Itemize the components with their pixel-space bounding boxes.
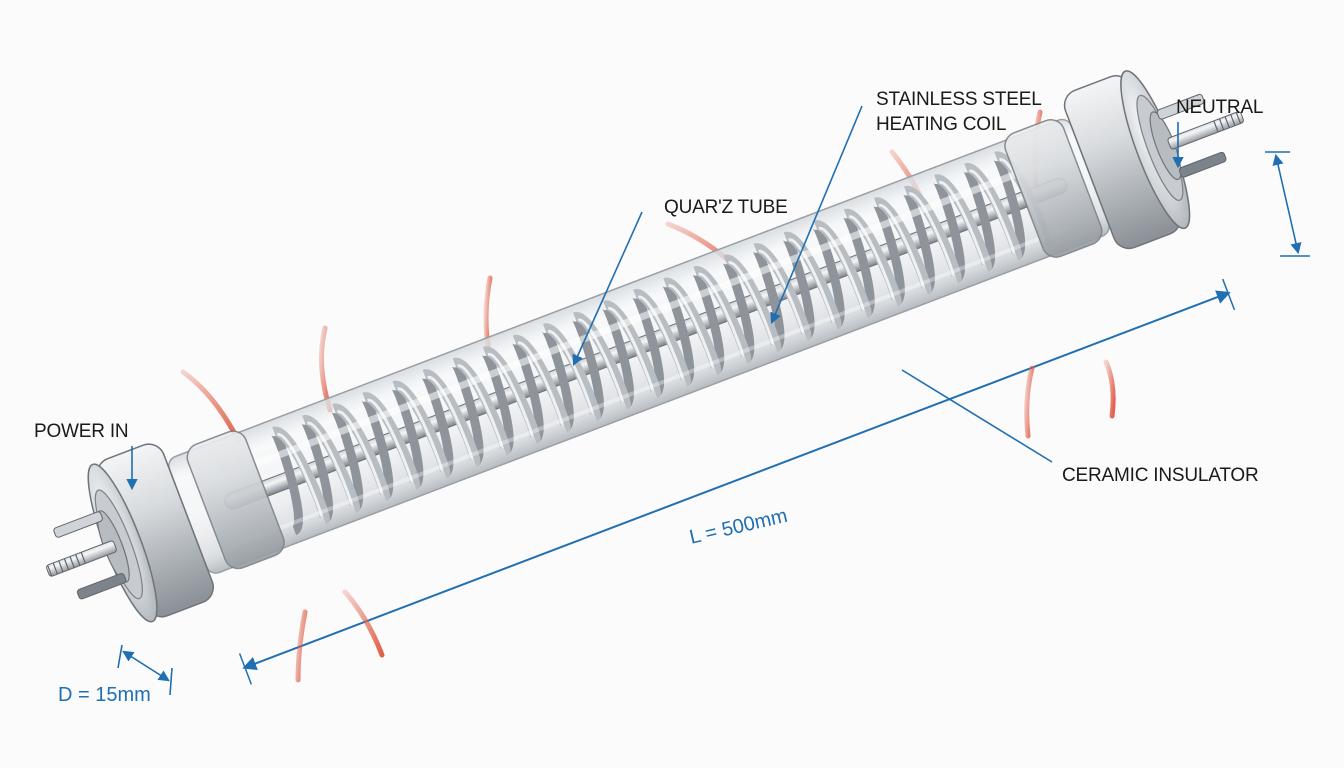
diameter-dimension-right	[1265, 151, 1310, 257]
terminals-left	[46, 511, 127, 600]
label-power-in: POWER IN	[34, 421, 129, 442]
coil-turn-highlight	[878, 204, 925, 288]
heat-arrows-bottom	[295, 359, 1116, 683]
heater-assembly	[46, 70, 1244, 685]
length-dimension-line	[242, 290, 1231, 671]
end-cap-left	[87, 443, 215, 623]
diameter-dimension-left	[117, 644, 173, 696]
label-quartz-tube: QUAR'Z TUBE	[664, 197, 788, 218]
ceramic-insulator-right	[1004, 119, 1103, 258]
terminals-right	[1156, 93, 1244, 178]
coil-turn	[874, 197, 932, 296]
coil-turn-highlight	[908, 192, 955, 277]
label-heating-coil-line1: STAINLESS STEEL	[876, 89, 1042, 110]
coil-turn	[904, 186, 962, 284]
coil-turn-highlight	[968, 169, 1015, 254]
label-diameter: D = 15mm	[58, 684, 151, 706]
leader-lines	[126, 105, 1184, 491]
label-heating-coil-line2: HEATING COIL	[876, 114, 1007, 135]
coil-turn	[964, 163, 1022, 261]
coil-turn	[934, 174, 992, 273]
leader-ceramic-insulator	[901, 369, 1053, 463]
leader-quartz-tube	[572, 211, 643, 367]
leader-heating-coil	[770, 105, 863, 325]
label-ceramic-insulator: CERAMIC INSULATOR	[1062, 465, 1259, 486]
label-neutral: NEUTRAL	[1176, 97, 1264, 118]
coil-turn-highlight	[938, 181, 985, 265]
